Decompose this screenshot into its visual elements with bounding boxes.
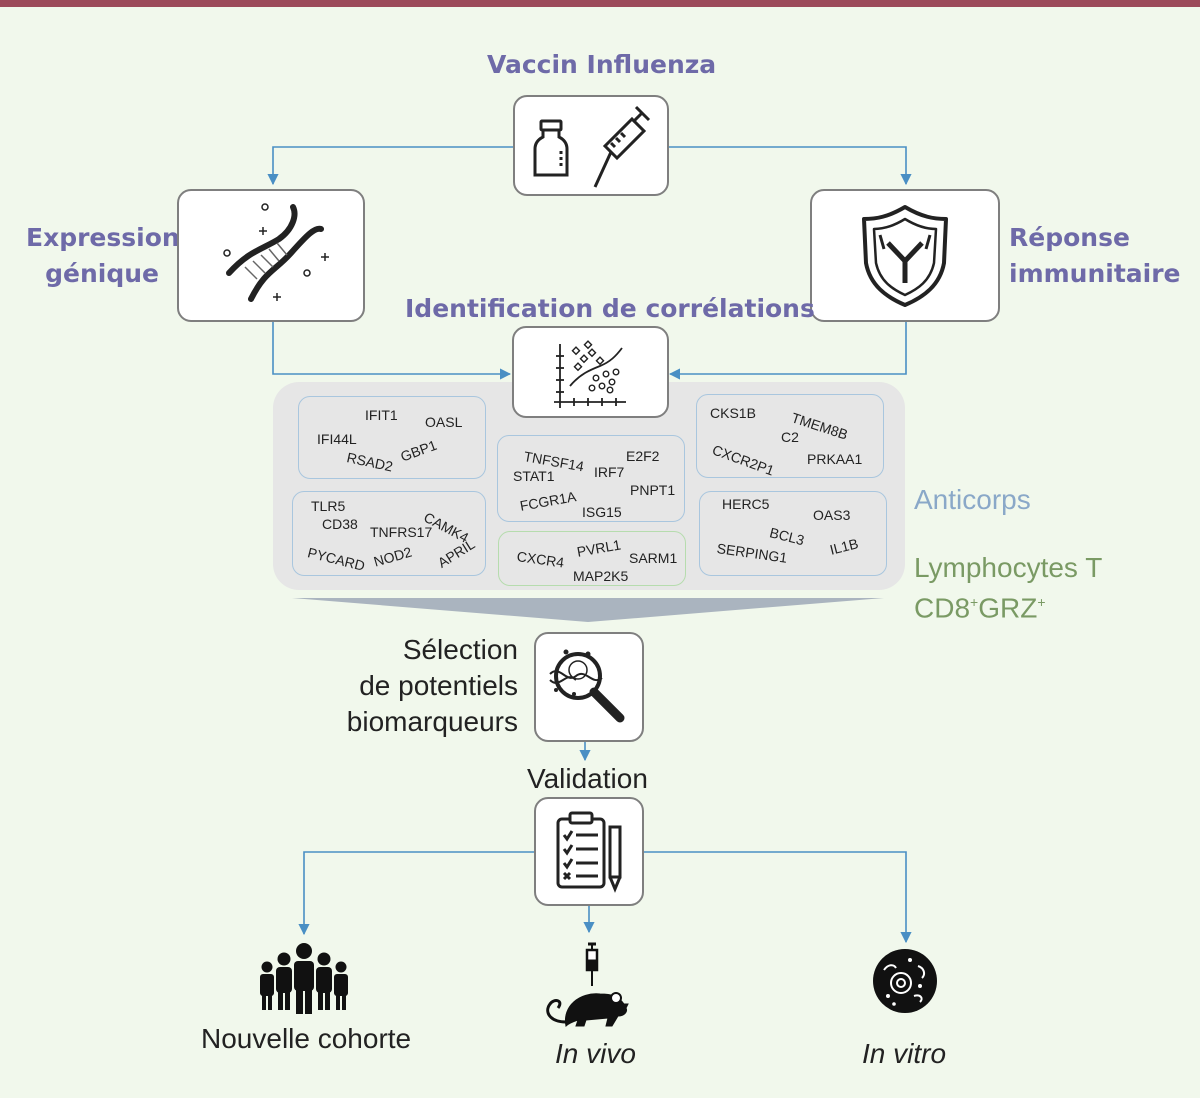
gene-label: CD38 [322,516,358,532]
biomarker-selection-node [534,632,644,742]
legend-antibodies: Anticorps [914,484,1031,515]
gene-label: CXCR2P1 [710,441,777,479]
gene-label: C2 [781,429,799,445]
gene-box-3: CKS1B TMEM8B C2 CXCR2P1 PRKAA1 [696,394,884,479]
output-invitro-label: In vitro [862,1038,947,1069]
vaccine-title: Vaccin Influenza [487,50,717,79]
cell-icon [873,949,937,1013]
gene-label: PNPT1 [630,482,676,498]
correlation-label: Identification de corrélations [405,294,815,323]
vial-icon [533,119,569,177]
gene-label: FCGR1A [518,488,578,514]
gene-label: PYCARD [306,544,367,574]
gene-box-6: HERC5 OAS3 BCL3 SERPING1 IL1B [699,491,887,576]
vaccine-node [513,95,669,196]
selection-label-3: biomarqueurs [346,706,518,737]
immune-response-node [810,189,1000,322]
gene-label: PRKAA1 [807,451,863,467]
gene-label: RSAD2 [345,449,395,475]
gene-label: MAP2K5 [573,568,629,584]
validation-node [534,797,644,906]
gene-expression-label-2: génique [45,259,159,288]
gene-label: BCL3 [768,524,806,549]
output-cohort-label: Nouvelle cohorte [201,1023,412,1054]
gene-box-5: CXCR4 PVRL1 SARM1 MAP2K5 [498,531,686,586]
gene-label: SARM1 [629,550,678,566]
mouse-injection-icon [546,942,629,1028]
gene-label: IFIT1 [365,407,398,423]
gene-label: HERC5 [722,496,770,512]
dna-icon [223,203,329,302]
gene-label: IRF7 [594,464,625,480]
gene-label: TLR5 [311,498,346,514]
gene-label: CKS1B [710,405,756,421]
top-accent-bar [0,0,1200,7]
gene-label: CXCR4 [515,548,566,571]
gene-expression-node [177,189,365,322]
selection-label-2: de potentiels [359,670,518,701]
gene-label: SERPING1 [715,540,789,566]
clipboard-checklist-icon [556,811,622,893]
gene-label: OASL [425,414,463,430]
legend-tcells: Lymphocytes T CD8+GRZ+ [914,551,1102,625]
syringe-icon [593,105,651,188]
gene-box-4: TLR5 CD38 TNFRS17 CAMK4 PYCARD NOD2 APRI… [292,491,486,576]
immune-response-label-2: immunitaire [1009,259,1181,288]
immune-response-label-1: Réponse [1009,223,1130,252]
gene-label: PVRL1 [575,536,623,560]
gene-label: IFI44L [317,431,357,447]
gene-label: STAT1 [513,468,555,484]
output-invivo-label: In vivo [555,1038,636,1069]
gene-label: GBP1 [398,436,439,465]
gene-label: IL1B [828,535,860,558]
gene-label: E2F2 [626,448,660,464]
gene-label: OAS3 [813,507,851,523]
gene-label: ISG15 [582,504,622,520]
scatter-plot-icon [554,340,626,408]
magnifier-dna-icon [549,649,625,723]
correlation-node [512,326,669,418]
selection-label-1: Sélection [402,634,518,665]
validation-label: Validation [527,763,648,794]
funnel-wedge [292,598,884,622]
group-people-icon [260,943,348,1014]
gene-label: NOD2 [371,543,414,570]
legend-tcells-line1: Lymphocytes T [914,552,1103,583]
gene-label: TNFRS17 [370,524,433,540]
gene-expression-label-1: Expression [26,223,180,252]
antibody-shield-icon [862,205,948,307]
gene-box-2: TNFSF14 E2F2 STAT1 IRF7 PNPT1 FCGR1A ISG… [497,435,685,522]
gene-box-1: IFIT1 OASL IFI44L RSAD2 GBP1 [298,396,486,479]
legend-tcells-line2: CD8+GRZ+ [914,592,1046,624]
